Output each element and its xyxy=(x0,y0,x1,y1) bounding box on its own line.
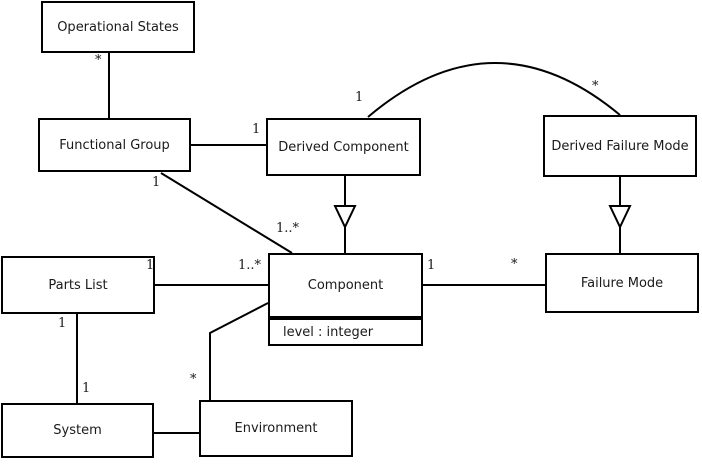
multiplicity-component-onestar-left: 1..* xyxy=(238,258,262,273)
class-name-label: Operational States xyxy=(57,19,179,35)
class-name-label: Functional Group xyxy=(59,137,170,153)
generalization-triangle-failuremode-icon xyxy=(608,205,632,230)
class-derived-component[interactable]: Derived Component xyxy=(266,118,421,176)
class-name-label: Component xyxy=(307,278,384,293)
class-system[interactable]: System xyxy=(1,403,154,458)
class-name-label: Derived Failure Mode xyxy=(551,138,689,154)
class-failure-mode[interactable]: Failure Mode xyxy=(545,253,699,313)
class-name-compartment: Component xyxy=(268,253,423,318)
multiplicity-partslist-system-one-bottom: 1 xyxy=(82,381,91,396)
class-functional-group[interactable]: Functional Group xyxy=(38,118,191,172)
connector-component-environment xyxy=(209,302,269,400)
class-name-label: Parts List xyxy=(48,277,108,293)
multiplicity-component-onestar-diag: 1..* xyxy=(276,221,300,236)
class-name-label: Derived Component xyxy=(278,139,409,155)
multiplicity-component-one-right: 1 xyxy=(427,258,436,273)
multiplicity-partslist-system-one-top: 1 xyxy=(58,316,67,331)
class-name-label: System xyxy=(53,423,102,438)
class-name-label: Environment xyxy=(234,421,318,436)
class-operational-states[interactable]: Operational States xyxy=(41,1,195,53)
multiplicity-arc-one: 1 xyxy=(355,90,364,105)
connector-funcgroup-component xyxy=(160,172,293,254)
class-environment[interactable]: Environment xyxy=(199,400,353,457)
multiplicity-failuremode-star: * xyxy=(511,257,518,272)
multiplicity-environment-star: * xyxy=(190,372,197,387)
multiplicity-funcgroup-one: 1 xyxy=(152,175,161,190)
generalization-triangle-component-icon xyxy=(333,205,357,230)
multiplicity-derivedcomponent-one: 1 xyxy=(252,122,261,137)
multiplicity-opstates-star: * xyxy=(95,53,102,68)
class-derived-failure-mode[interactable]: Derived Failure Mode xyxy=(543,115,697,177)
class-attribute-compartment: level : integer xyxy=(268,318,423,346)
class-attribute-label: level : integer xyxy=(283,324,374,340)
class-parts-list[interactable]: Parts List xyxy=(1,256,155,314)
connector-arc-derivedcomponent-derivedfailuremode xyxy=(367,62,621,118)
multiplicity-arc-star: * xyxy=(592,79,599,94)
class-name-label: Failure Mode xyxy=(580,275,664,291)
class-component[interactable]: Component level : integer xyxy=(268,253,423,346)
multiplicity-partslist-one: 1 xyxy=(146,258,155,273)
